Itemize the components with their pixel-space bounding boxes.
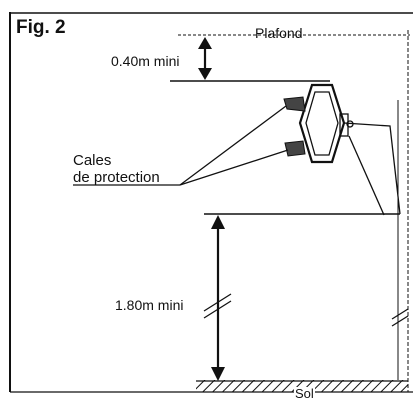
bottom-clearance-label: 1.80m mini	[115, 297, 184, 313]
protection-pad-upper	[283, 96, 306, 112]
bottom-clearance-arrowhead-down	[211, 367, 225, 381]
ceiling-label: Plafond	[255, 25, 303, 41]
break-mark-mast	[391, 315, 409, 327]
top-clearance-arrowhead-up	[198, 37, 212, 49]
pad-leader-lower	[179, 149, 289, 186]
boom-arm-lower	[348, 135, 385, 216]
protection-pads-label: Cales de protection	[73, 152, 160, 187]
break-mark-mast	[391, 308, 409, 320]
protection-pad-lower	[284, 140, 306, 157]
platform-cage-inner	[305, 91, 339, 156]
break-mark-dimension	[203, 293, 232, 312]
floor-hatching	[196, 380, 408, 392]
top-clearance-label: 0.40m mini	[111, 53, 180, 69]
protection-pads-label-line1: Cales	[73, 152, 112, 169]
top-clearance-arrowhead-down	[198, 68, 212, 80]
floor-label: Sol	[294, 386, 315, 401]
bottom-clearance-arrowhead-up	[211, 215, 225, 229]
platform-hinge	[339, 113, 349, 137]
platform-pivot	[346, 120, 354, 128]
boom-arm-upper	[343, 122, 401, 215]
figure-title: Fig. 2	[16, 17, 66, 38]
protection-pads-label-line2: de protection	[73, 168, 160, 186]
pad-leader-upper	[179, 105, 287, 186]
break-mark-dimension	[203, 300, 232, 319]
